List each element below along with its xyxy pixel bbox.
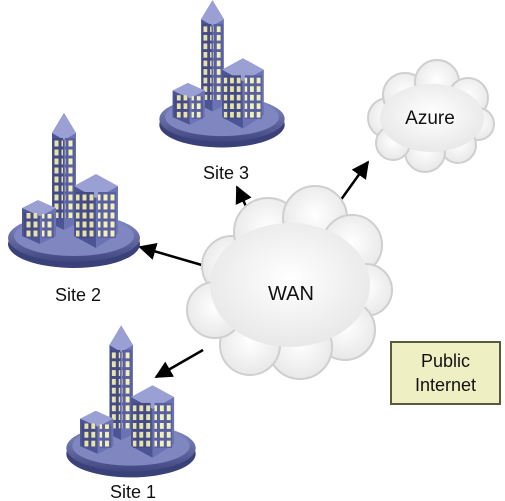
site-1-label: Site 1 xyxy=(110,482,156,501)
azure-label: Azure xyxy=(405,108,455,129)
wan-label: WAN xyxy=(268,283,314,305)
site-3-label: Site 3 xyxy=(203,163,249,183)
arrow-to-site-1 xyxy=(154,348,204,379)
site-2-building-icon xyxy=(8,113,140,268)
site-3-building-icon xyxy=(159,0,285,148)
legend-line-2: Internet xyxy=(414,375,477,395)
public-internet-legend-box: Public Internet xyxy=(390,341,501,405)
azure-cloud: Azure xyxy=(367,59,495,173)
site-1-building-icon xyxy=(66,325,196,478)
legend-line-1: Public xyxy=(420,351,470,371)
site-2-label: Site 2 xyxy=(55,285,101,305)
arrow-to-site-2 xyxy=(138,243,213,270)
wan-cloud: WAN xyxy=(186,185,393,380)
